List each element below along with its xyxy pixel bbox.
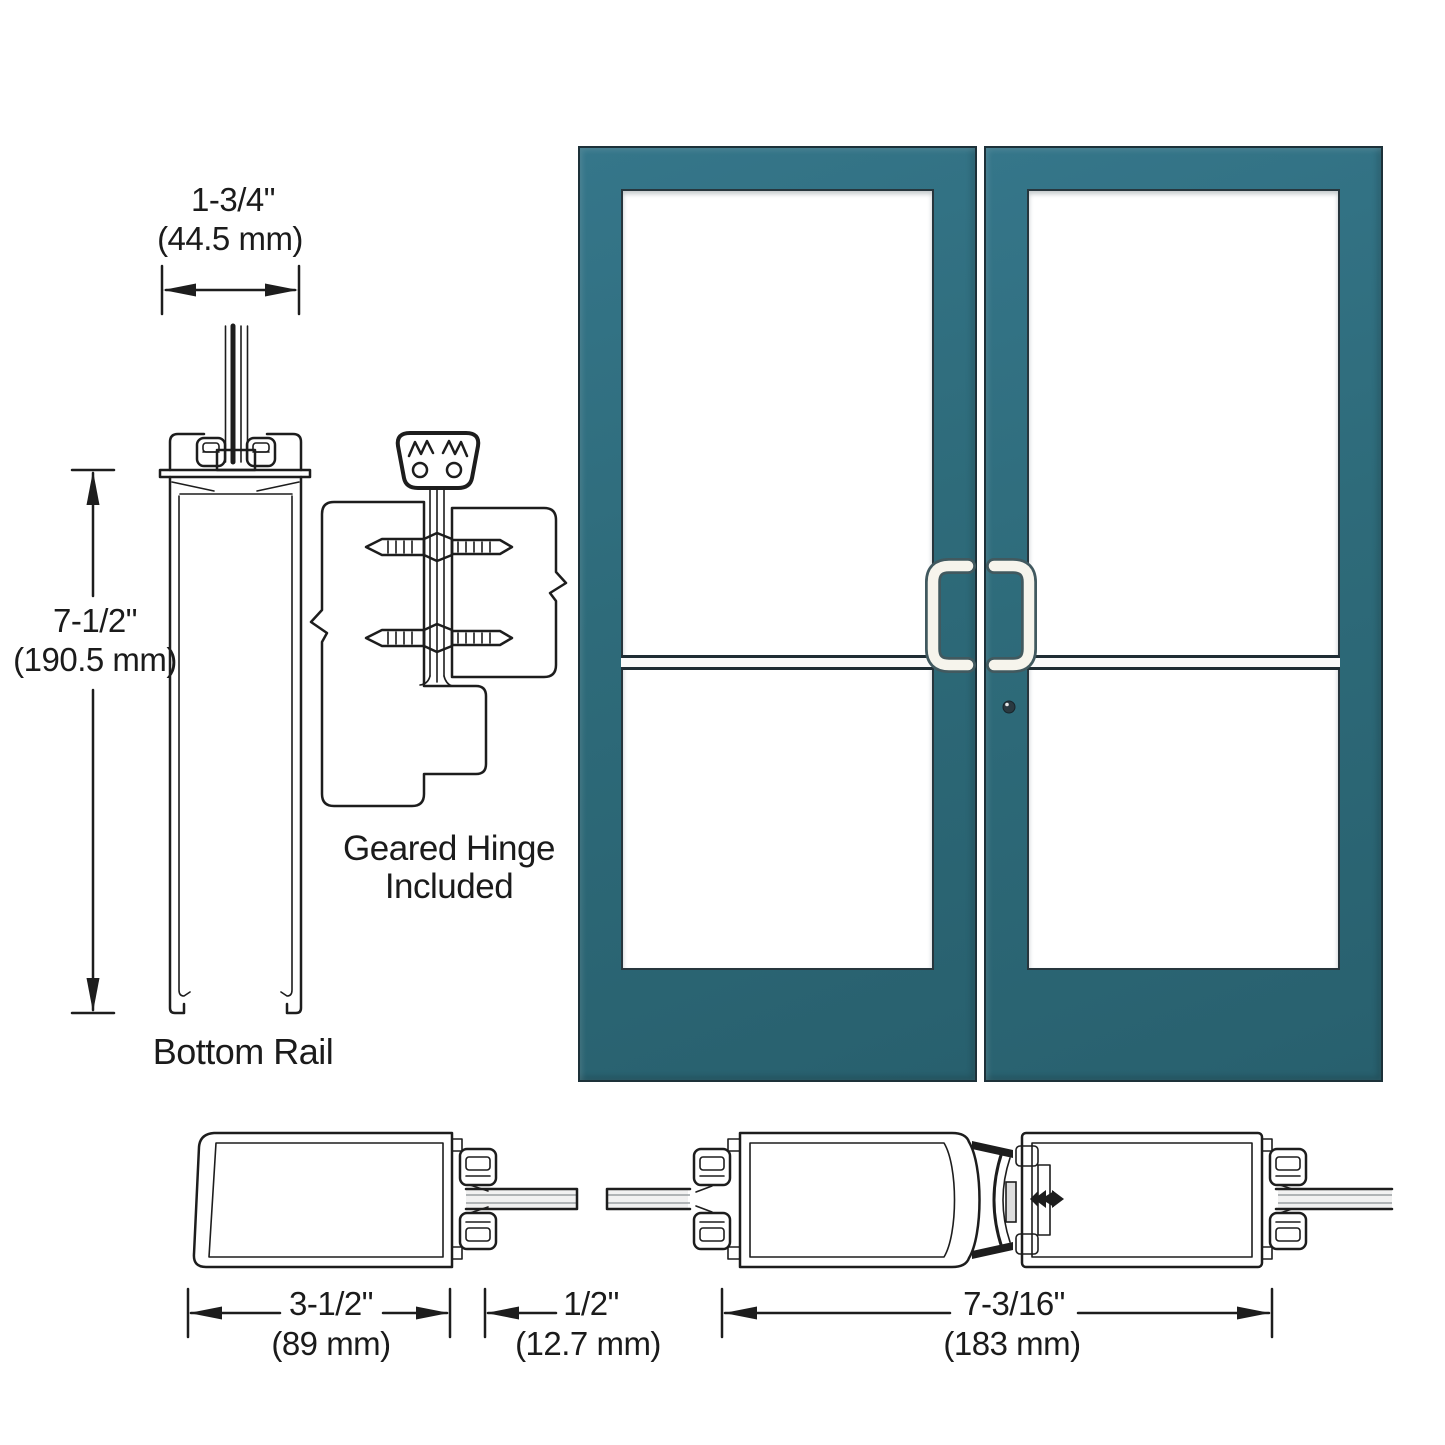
hinge-stile-cross-section	[605, 1131, 1394, 1269]
rail-height-dimension-inches: 7-1/2"	[53, 602, 137, 639]
rail-width-dimension-metric: (44.5 mm)	[157, 220, 303, 257]
glass-inset-dimension-inches: 1/2"	[563, 1285, 619, 1322]
door-leaf-left	[578, 146, 977, 1082]
door-left-mid-rail	[621, 655, 934, 670]
glass-inset-dimension-metric: (12.7 mm)	[515, 1325, 661, 1362]
door-right-glass-pane	[1027, 189, 1340, 970]
door-left-glass-pane	[621, 189, 934, 970]
lock-stile-dimension-inches: 3-1/2"	[289, 1285, 373, 1322]
rail-width-dimension-inches: 1-3/4"	[191, 181, 275, 218]
lock-stile-dimension-metric: (89 mm)	[271, 1325, 391, 1362]
bottom-rail-cross-section	[158, 432, 312, 1015]
hinge-stile-dimension-metric: (183 mm)	[943, 1325, 1081, 1362]
geared-hinge-label-line1: Geared Hinge	[343, 829, 555, 868]
door-right-mid-rail	[1027, 655, 1340, 670]
bottom-rail-label: Bottom Rail	[152, 1031, 334, 1072]
door-leaf-right	[984, 146, 1383, 1082]
hinge-stile-dimension-inches: 7-3/16"	[963, 1285, 1065, 1322]
geared-hinge-detail	[309, 431, 568, 808]
lock-stile-cross-section	[192, 1131, 579, 1269]
geared-hinge-label-line2: Included	[384, 867, 514, 906]
rail-height-dimension-metric: (190.5 mm)	[13, 641, 177, 678]
rail-width-dimension-lines	[160, 264, 301, 316]
glass-edge-lines-above-rail	[224, 323, 249, 465]
rail-height-dimension-lines	[70, 468, 116, 1015]
